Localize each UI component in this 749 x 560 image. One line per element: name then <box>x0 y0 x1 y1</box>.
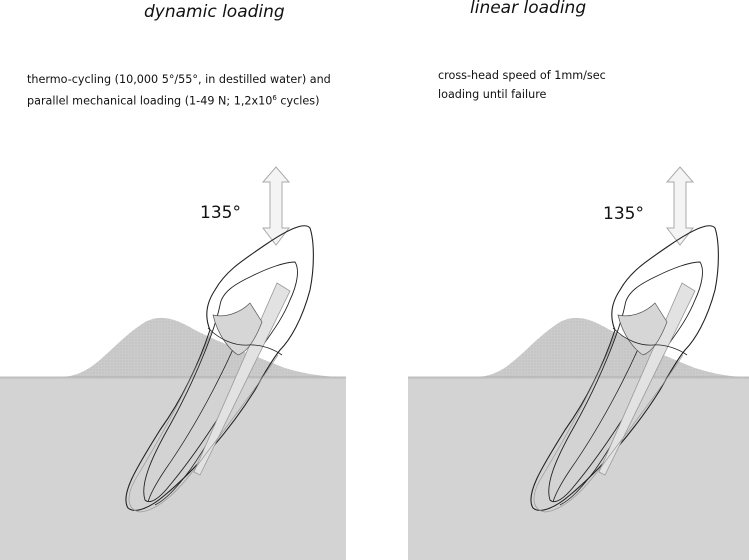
description-line-2-end: cycles) <box>276 94 320 108</box>
root-canal-line <box>552 319 651 503</box>
tooth-outline <box>530 225 719 511</box>
tooth-outline <box>125 225 314 511</box>
description-line-1: cross-head speed of 1mm/sec <box>438 69 606 82</box>
loading-arrow <box>665 166 695 246</box>
panel-title: dynamic loading <box>144 2 285 22</box>
gingiva <box>408 317 749 379</box>
loading-arrow <box>261 166 291 246</box>
tooth-inner-line <box>548 261 703 503</box>
tooth-diagram <box>0 166 346 560</box>
panel-description: cross-head speed of 1mm/sec loading unti… <box>438 66 606 104</box>
angle-label: 135° <box>603 204 644 224</box>
fiber-post <box>193 282 291 476</box>
tooth-diagram <box>408 166 749 560</box>
description-line-2-text: parallel mechanical loading (1-49 N; 1,2… <box>27 94 273 108</box>
periodontal-outline <box>533 329 684 513</box>
tooth-inner-line <box>143 261 298 503</box>
core-restoration <box>617 302 668 356</box>
panel-linear-loading: linear loading cross-head speed of 1mm/s… <box>375 0 749 560</box>
description-line-1: thermo-cycling (10,000 5°/55°, in destil… <box>27 73 331 86</box>
angle-label: 135° <box>200 203 241 223</box>
panel-title: linear loading <box>470 0 587 18</box>
description-exponent: 6 <box>272 94 277 102</box>
root-canal-line <box>147 319 246 503</box>
panel-description: thermo-cycling (10,000 5°/55°, in destil… <box>27 70 331 111</box>
panel-dynamic-loading: dynamic loading thermo-cycling (10,000 5… <box>0 0 374 560</box>
description-line-2: loading until failure <box>438 88 547 101</box>
crown-margin <box>207 327 283 356</box>
fiber-post <box>598 282 696 476</box>
description-line-2: parallel mechanical loading (1-49 N; 1,2… <box>27 89 331 111</box>
gingiva <box>0 317 346 379</box>
crown-margin <box>612 327 688 356</box>
bone-block <box>0 377 346 560</box>
core-restoration <box>212 302 263 356</box>
bone-block <box>408 377 749 560</box>
periodontal-outline <box>128 329 279 513</box>
